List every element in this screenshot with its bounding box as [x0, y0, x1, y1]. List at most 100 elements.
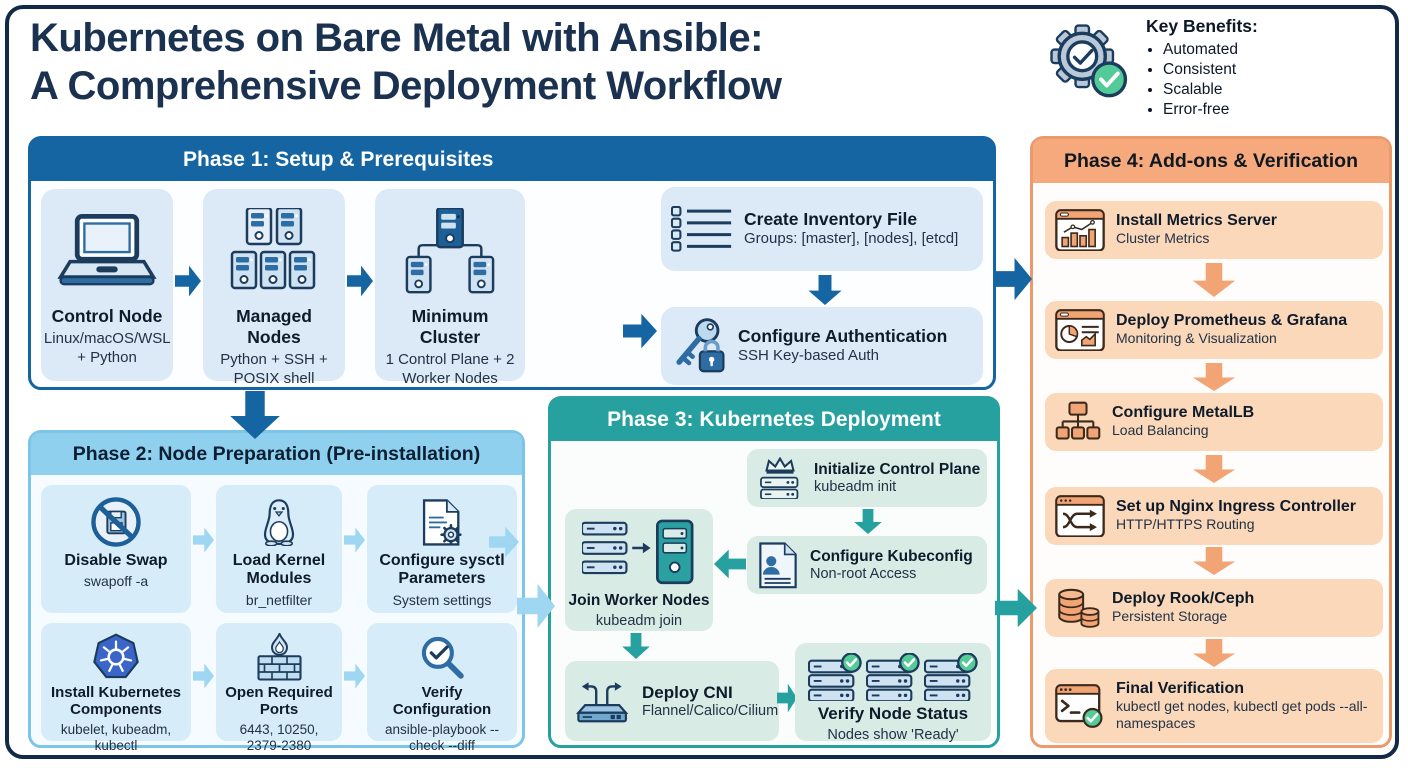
step-subtitle: Non-root Access — [810, 566, 917, 582]
phase1-header: Phase 1: Setup & Prerequisites — [31, 139, 993, 181]
step-create-inventory: Create Inventory File Groups: [master], … — [661, 187, 983, 271]
flow-arrow-right — [344, 527, 365, 553]
step-text: Install Metrics Server Cluster Metrics — [1116, 212, 1277, 248]
flow-arrow-left — [714, 549, 746, 579]
phase4-header: Phase 4: Add-ons & Verification — [1033, 139, 1389, 183]
benefit-item: Scalable — [1163, 80, 1258, 100]
cluster-icon — [403, 199, 497, 303]
step-control-node: Control Node Linux/macOS/WSL + Python — [41, 189, 173, 381]
step-deploy-prometheus-grafana: Deploy Prometheus & Grafana Monitoring &… — [1045, 301, 1383, 359]
cni-switch-icon — [575, 678, 631, 724]
flow-arrow-down — [1192, 547, 1236, 575]
outer-frame — [5, 5, 1399, 759]
step-text: Final Verification kubectl get nodes, ku… — [1116, 680, 1373, 733]
flow-arrow-down — [1192, 263, 1236, 297]
gear-check-icon — [1040, 16, 1136, 104]
step-join-worker-nodes: Join Worker Nodes kubeadm join — [565, 509, 713, 631]
no-swap-icon — [90, 495, 142, 549]
storage-db-icon — [1055, 586, 1101, 630]
step-title: Verify Node Status — [817, 704, 969, 724]
benefit-item: Error-free — [1163, 100, 1258, 120]
crown-server-icon — [757, 456, 803, 500]
doc-gear-icon — [420, 495, 464, 549]
step-open-ports: Open Required Ports 6443, 10250, 2379-23… — [216, 623, 342, 753]
step-subtitle: 6443, 10250, 2379-2380 — [239, 721, 319, 753]
page-title: Kubernetes on Bare Metal with Ansible: A… — [30, 14, 782, 110]
step-configure-sysctl: Configure sysctl Parameters System setti… — [367, 485, 517, 613]
step-text: Deploy CNI Flannel/Calico/Cilium — [642, 683, 778, 719]
magnifier-check-icon — [419, 633, 465, 681]
flow-arrow-right — [777, 683, 797, 713]
step-title: Load Kernel Modules — [232, 552, 326, 588]
step-title: Open Required Ports — [225, 684, 333, 719]
flow-arrow-down — [1192, 455, 1236, 483]
step-subtitle: Flannel/Calico/Cilium — [642, 703, 779, 719]
ingress-routing-icon — [1055, 494, 1105, 538]
step-title: Control Node — [51, 306, 163, 326]
server-group-icon — [228, 199, 320, 303]
benefits-title: Key Benefits: — [1146, 16, 1258, 36]
step-subtitle: kubectl get nodes, kubectl get pods --al… — [1116, 697, 1368, 732]
kubernetes-helm-icon — [92, 633, 140, 681]
step-title: Deploy Prometheus & Grafana — [1116, 312, 1348, 330]
step-nginx-ingress: Set up Nginx Ingress Controller HTTP/HTT… — [1045, 487, 1383, 545]
flow-arrow-right — [623, 313, 657, 349]
step-title: Configure Kubeconfig — [810, 548, 973, 565]
step-subtitle: Persistent Storage — [1112, 608, 1228, 625]
step-text: Configure MetalLB Load Balancing — [1112, 404, 1254, 440]
step-title: Configure MetalLB — [1112, 404, 1255, 422]
key-lock-icon — [671, 317, 727, 375]
step-title: Configure sysctl Parameters — [379, 552, 505, 588]
flow-arrow-down — [854, 509, 882, 534]
step-managed-nodes: Managed Nodes Python + SSH + POSIX shell — [203, 189, 345, 387]
step-subtitle: Nodes show 'Ready' — [827, 727, 959, 744]
flow-arrow-right — [347, 265, 373, 297]
phase3-panel: Phase 3: Kubernetes Deployment Initializ… — [548, 396, 1000, 748]
step-text: Initialize Control Plane kubeadm init — [814, 461, 980, 495]
step-configure-metallb: Configure MetalLB Load Balancing — [1045, 393, 1383, 451]
step-subtitle: kubelet, kubeadm, kubectl — [60, 721, 172, 753]
metrics-chart-icon — [1055, 208, 1105, 252]
step-subtitle: Monitoring & Visualization — [1116, 330, 1277, 347]
benefit-item: Automated — [1163, 40, 1258, 60]
step-text: Deploy Prometheus & Grafana Monitoring &… — [1116, 312, 1347, 348]
step-subtitle: Linux/macOS/WSL + Python — [43, 330, 171, 366]
firewall-flame-icon — [256, 633, 302, 681]
join-nodes-icon — [582, 519, 696, 589]
step-text: Set up Nginx Ingress Controller HTTP/HTT… — [1116, 498, 1356, 534]
step-subtitle: Groups: [master], [nodes], [etcd] — [744, 230, 959, 248]
step-configure-authentication: Configure Authentication SSH Key-based A… — [661, 307, 983, 385]
monitoring-dashboard-icon — [1055, 308, 1105, 352]
step-text: Create Inventory File Groups: [master], … — [744, 209, 958, 249]
step-title: Deploy CNI — [642, 683, 733, 702]
step-title: Install Kubernetes Components — [50, 684, 182, 719]
flow-arrow-down — [808, 275, 842, 305]
phase3-header: Phase 3: Kubernetes Deployment — [551, 399, 997, 441]
flow-arrow-right — [175, 265, 201, 297]
phase2-header: Phase 2: Node Preparation (Pre-installat… — [31, 433, 522, 475]
step-subtitle: Load Balancing — [1112, 422, 1209, 439]
terminal-check-icon — [1055, 683, 1105, 729]
step-subtitle: ansible-playbook --check --diff — [384, 721, 500, 753]
page-title-line2: A Comprehensive Deployment Workflow — [30, 64, 782, 108]
step-install-kubernetes: Install Kubernetes Components kubelet, k… — [41, 623, 191, 753]
step-title: Disable Swap — [64, 552, 168, 569]
page-title-line1: Kubernetes on Bare Metal with Ansible: — [30, 16, 763, 60]
step-subtitle: System settings — [392, 591, 492, 608]
inventory-list-icon — [671, 205, 733, 253]
step-subtitle: kubeadm init — [814, 479, 897, 495]
step-disable-swap: Disable Swap swapoff -a — [41, 485, 191, 613]
step-subtitle: swapoff -a — [83, 573, 149, 590]
step-subtitle: br_netfilter — [245, 591, 313, 608]
tux-penguin-icon — [258, 495, 300, 549]
step-install-metrics-server: Install Metrics Server Cluster Metrics — [1045, 201, 1383, 259]
step-verify-configuration: Verify Configuration ansible-playbook --… — [367, 623, 517, 753]
step-title: Create Inventory File — [744, 209, 918, 230]
step-final-verification: Final Verification kubectl get nodes, ku… — [1045, 669, 1383, 743]
step-title: Minimum Cluster — [411, 306, 489, 347]
step-title: Initialize Control Plane — [814, 461, 981, 478]
phase2-panel: Phase 2: Node Preparation (Pre-installat… — [28, 430, 525, 753]
step-title: Final Verification — [1116, 679, 1245, 697]
step-configure-kubeconfig: Configure Kubeconfig Non-root Access — [747, 536, 987, 594]
step-subtitle: HTTP/HTTPS Routing — [1116, 516, 1255, 533]
